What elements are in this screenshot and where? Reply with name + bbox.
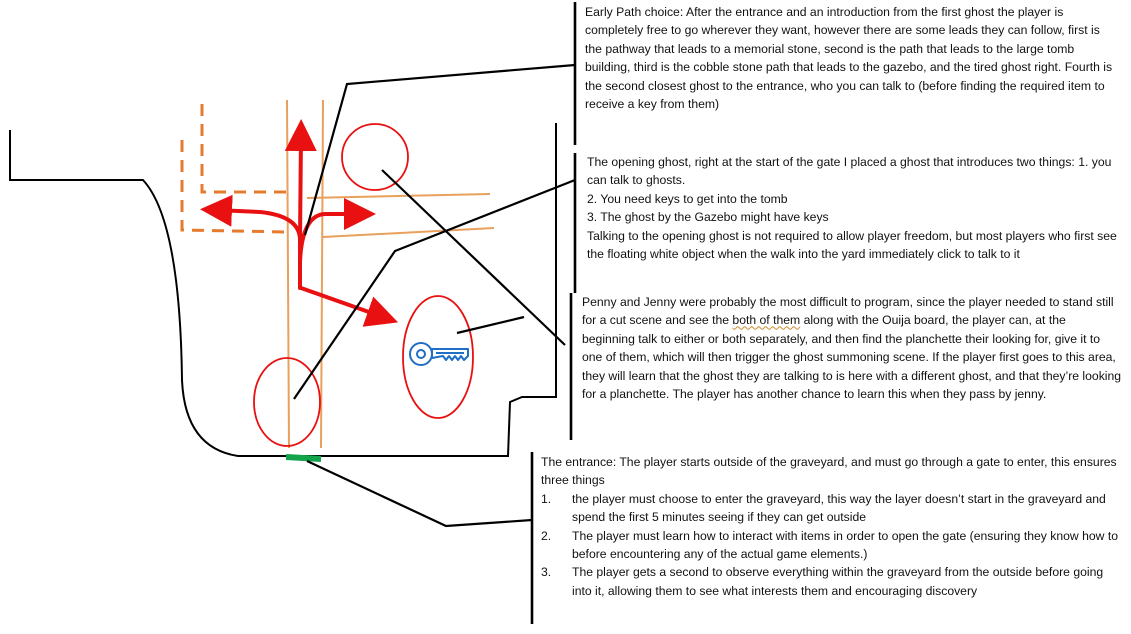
circle-memorial-area — [341, 123, 409, 191]
note-penny-after: along with the Ouija board, the player c… — [582, 313, 1122, 402]
item-text: the player must choose to enter the grav… — [572, 491, 1106, 525]
note-penny-underlined: both of them — [732, 313, 801, 328]
note-penny-text: Penny and Jenny were probably the most d… — [582, 293, 1122, 403]
note-entrance-intro: The entrance: The player starts outside … — [541, 455, 1117, 488]
path-lines — [286, 99, 495, 449]
item-number: 2. — [541, 528, 552, 543]
item-text: The player gets a second to observe ever… — [572, 565, 1104, 598]
item-number: 1. — [541, 491, 552, 506]
path-choice-arrows — [200, 119, 399, 327]
note-entrance: The entrance: The player starts outside … — [541, 453, 1121, 600]
note-penny-jenny: Penny and Jenny were probably the most d… — [582, 293, 1122, 403]
circle-entrance-ghost — [253, 357, 321, 447]
note-entrance-item-3: 3. The player gets a second to observe ev… — [541, 563, 1121, 600]
key-icon — [409, 342, 469, 366]
note-opening-line2: 2. You need keys to get into the tomb — [587, 191, 788, 206]
note-entrance-item-2: 2. The player must learn how to interact … — [541, 527, 1121, 564]
item-text: The player must learn how to interact wi… — [572, 528, 1119, 562]
note-early-path-text: Early Path choice: After the entrance an… — [585, 5, 1113, 112]
circle-gazebo-key — [402, 295, 474, 419]
entrance-gate — [285, 454, 322, 462]
note-opening-line3: 3. The ghost by the Gazebo might have ke… — [587, 210, 829, 225]
graveyard-boundary — [9, 123, 557, 457]
note-opening-line4: Talking to the opening ghost is not requ… — [587, 228, 1117, 262]
note-entrance-item-1: 1. the player must choose to enter the gr… — [541, 490, 1121, 527]
note-opening-intro: The opening ghost, right at the start of… — [587, 155, 1112, 188]
note-early-path-choice: Early Path choice: After the entrance an… — [585, 3, 1115, 113]
note-brackets — [530, 2, 577, 624]
connector-lines — [293, 63, 576, 528]
note-opening-ghost: The opening ghost, right at the start of… — [587, 153, 1117, 263]
item-number: 3. — [541, 565, 552, 580]
dashed-route — [180, 104, 288, 234]
note-penny-before: Penny and Jenny were probably the most d… — [582, 295, 1114, 328]
